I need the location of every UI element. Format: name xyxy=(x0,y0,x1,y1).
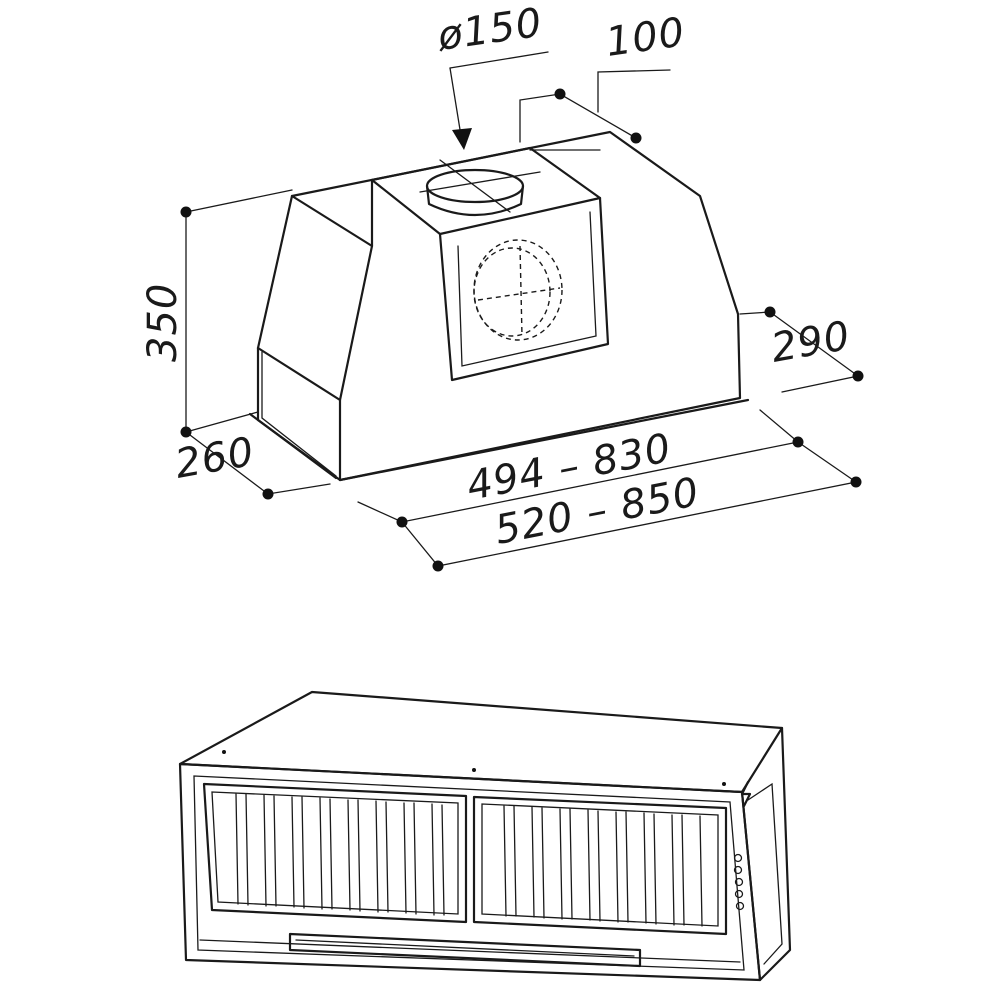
control-button[interactable] xyxy=(733,865,743,875)
hood-front-left-bevel xyxy=(256,194,374,402)
duct-housing-inner xyxy=(457,211,597,367)
control-button[interactable] xyxy=(734,877,744,887)
control-button[interactable] xyxy=(734,889,744,899)
front-bottom-edge xyxy=(199,939,741,963)
underside-top-face xyxy=(178,690,784,794)
screw-dot xyxy=(222,750,226,754)
dim-point xyxy=(432,560,444,572)
screw-dot xyxy=(472,768,476,772)
dim-line-depth-body xyxy=(739,311,860,393)
dim-arrowhead-duct xyxy=(452,128,472,150)
light-bar-inner xyxy=(295,939,635,957)
dim-point xyxy=(262,488,274,500)
rear-outlet-dashed-inner xyxy=(473,247,551,337)
lightning-bolt-icon xyxy=(740,780,752,808)
underside-side-panel-inner xyxy=(747,782,783,965)
dim-point xyxy=(180,206,192,218)
hood-left-panel-inner xyxy=(261,351,337,477)
dim-line-duct-leader xyxy=(449,51,549,69)
isometric-hood-view: ø150 100 350 290 260 494 – 830 520 – 850 xyxy=(140,0,864,572)
dim-label-height: 350 xyxy=(140,283,186,362)
dim-label-depth-bottom: 260 xyxy=(172,429,258,488)
dim-point xyxy=(630,132,642,144)
dim-point xyxy=(850,476,862,488)
dim-line-offset xyxy=(519,69,671,151)
filter-right-slats xyxy=(503,805,703,927)
underside-right-side xyxy=(740,726,792,982)
top-collar-cross xyxy=(419,159,541,213)
hood-bottom-lip xyxy=(248,398,750,482)
duct-housing-front xyxy=(438,196,610,382)
control-button[interactable] xyxy=(735,901,745,911)
duct-housing-top xyxy=(370,146,602,236)
underside-frame-inner xyxy=(193,775,745,971)
filter-left-slats xyxy=(235,793,445,916)
filter-left-frame xyxy=(202,782,468,924)
dim-point xyxy=(180,426,192,438)
dim-label-duct-diameter: ø150 xyxy=(434,0,545,60)
underside-front-frame xyxy=(178,762,762,982)
dim-point xyxy=(852,370,864,382)
top-collar-body xyxy=(425,184,525,217)
filter-left-inner xyxy=(211,791,459,915)
dim-point xyxy=(554,88,566,100)
dim-point xyxy=(396,516,408,528)
dim-point xyxy=(764,306,776,318)
filter-right-inner xyxy=(481,803,719,927)
light-bar xyxy=(288,932,642,968)
dim-line-width-inner xyxy=(357,409,800,523)
screw-dot xyxy=(722,782,726,786)
control-button[interactable] xyxy=(733,853,743,863)
dim-line-width-outer xyxy=(401,441,858,567)
dim-point xyxy=(792,436,804,448)
hood-underside-view xyxy=(178,690,792,982)
rear-outlet-center-cross xyxy=(477,245,561,337)
filter-right-frame xyxy=(472,795,728,936)
hood-outline xyxy=(256,130,742,482)
dim-label-duct-offset: 100 xyxy=(603,9,688,66)
dim-line-height xyxy=(185,189,293,433)
